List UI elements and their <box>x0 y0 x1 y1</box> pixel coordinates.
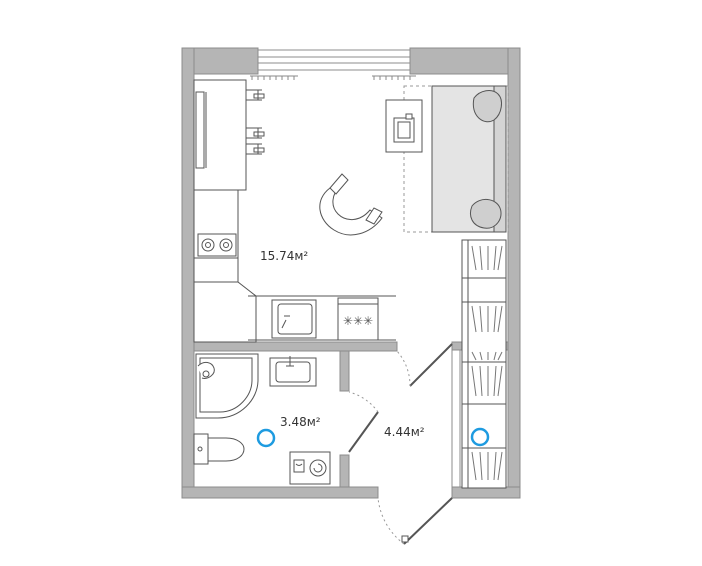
laptop-icon <box>393 113 415 143</box>
shower-icon <box>195 353 259 419</box>
bathroom-fixtures <box>193 353 331 485</box>
wall-shelf <box>195 91 205 169</box>
bathroom-sink-icon <box>269 356 317 387</box>
door-living <box>409 343 453 387</box>
toilet-icon <box>193 433 245 465</box>
kitchen-counter <box>193 189 257 343</box>
bar-stool-icon <box>246 127 265 155</box>
door-entrance <box>403 497 453 545</box>
living-furniture <box>319 85 509 236</box>
door-bathroom <box>348 411 379 453</box>
living-room-area: 15.74м² <box>260 249 308 263</box>
bathroom-area: 3.48м² <box>280 415 321 429</box>
stove-icon <box>337 297 379 341</box>
stove-burner-marks: ✳✳✳ <box>343 314 373 328</box>
kitchen-sink-icon <box>271 299 317 339</box>
doors <box>348 343 453 545</box>
bathroom-riser-marker <box>256 428 276 448</box>
hob-icon <box>197 233 237 257</box>
washing-machine-icon <box>289 451 331 485</box>
hallway-riser-marker <box>470 427 490 447</box>
hallway-area: 4.44м² <box>384 425 425 439</box>
bar-stool-icon <box>246 89 265 101</box>
curtains <box>250 75 416 80</box>
window <box>257 49 411 71</box>
wardrobe <box>461 239 507 489</box>
sofa <box>431 85 507 233</box>
outer-walls <box>181 47 521 499</box>
armchair-icon <box>319 173 383 236</box>
kitchen <box>193 79 396 343</box>
